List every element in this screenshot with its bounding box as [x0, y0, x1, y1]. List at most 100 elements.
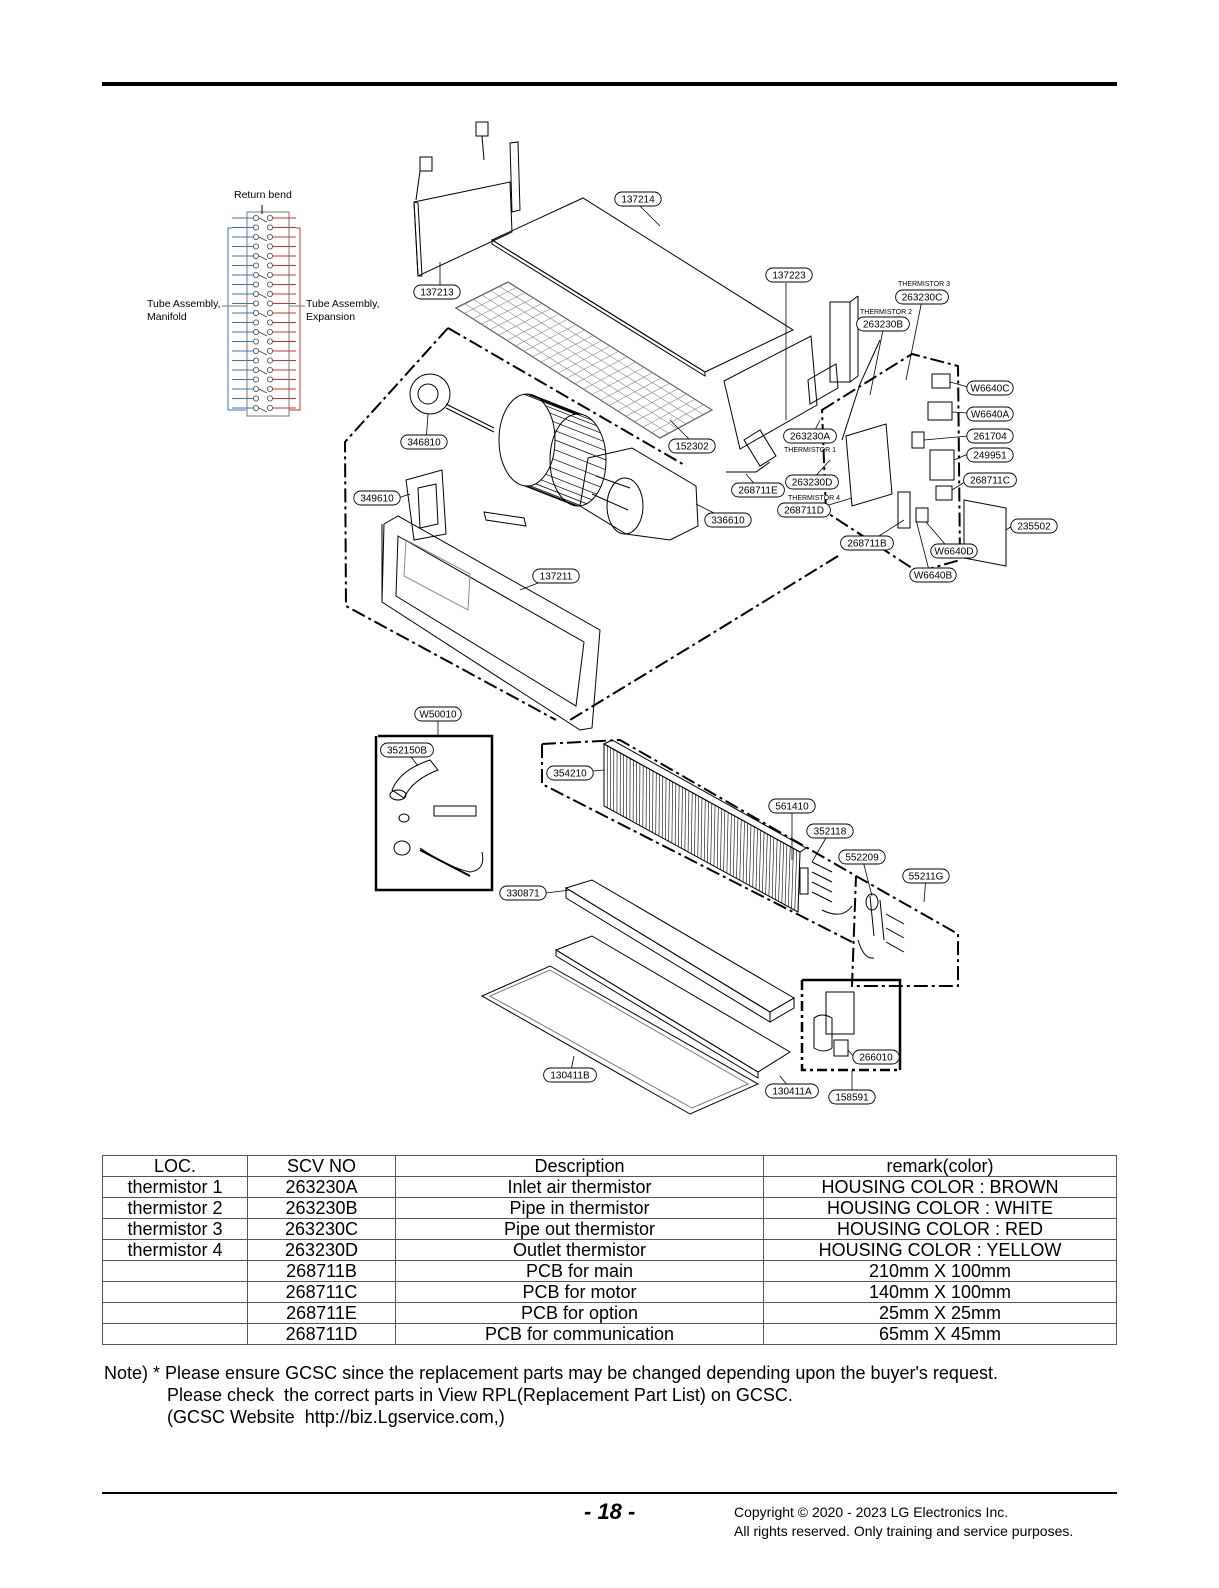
exploded-parts-diagram: 137214 137213 137223 263230C 263230B W6640C W6…	[147, 121, 1058, 1115]
cell-description: PCB for main	[395, 1260, 764, 1282]
svg-text:266010: 266010	[859, 1053, 893, 1064]
copyright-block: Copyright © 2020 - 2023 LG Electronics I…	[734, 1503, 1073, 1541]
cell-remark: HOUSING COLOR : WHITE	[763, 1197, 1117, 1219]
parts-table: LOC. SCV NO Description remark(color) th…	[102, 1155, 1117, 1345]
svg-text:130411B: 130411B	[550, 1071, 590, 1082]
cell-scv-no: 263230C	[247, 1218, 396, 1240]
callout-268711C: 268711C	[963, 472, 1017, 488]
callout-235502: 235502	[1010, 518, 1058, 534]
svg-text:354210: 354210	[553, 769, 587, 780]
drain-pan-330871	[564, 879, 795, 1023]
callout-137223: 137223	[765, 267, 813, 283]
tube-assembly-schematic	[222, 205, 305, 417]
cell-loc: thermistor 2	[102, 1197, 248, 1219]
svg-text:349610: 349610	[360, 494, 394, 505]
col-header-loc: LOC.	[102, 1155, 248, 1177]
svg-text:263230B: 263230B	[863, 320, 903, 331]
motor-346810	[409, 373, 495, 433]
cell-loc	[102, 1281, 248, 1303]
callout-137211: 137211	[532, 568, 580, 584]
callout-137214: 137214	[614, 191, 662, 207]
cell-remark: 140mm X 100mm	[763, 1281, 1117, 1303]
svg-text:249951: 249951	[973, 451, 1007, 462]
callout-263230D: 263230D	[785, 474, 839, 490]
top-rule	[102, 82, 1117, 86]
cell-remark: 210mm X 100mm	[763, 1260, 1117, 1282]
callout-263230C: 263230C	[895, 289, 949, 305]
col-header-description: Description	[395, 1155, 764, 1177]
side-panel-137213	[413, 121, 513, 277]
drain-kit-box	[374, 734, 494, 892]
copyright-line-2: All rights reserved. Only training and s…	[734, 1523, 1074, 1539]
note-line-3: (GCSC Website http://biz.Lgservice.com,)	[167, 1407, 505, 1427]
blower-wheel	[498, 393, 607, 507]
svg-text:130411A: 130411A	[772, 1087, 812, 1098]
svg-text:W6640C: W6640C	[971, 384, 1010, 395]
callout-263230A: 263230A	[783, 428, 837, 444]
svg-text:W6640D: W6640D	[935, 547, 974, 558]
callout-352118: 352118	[806, 823, 854, 839]
svg-text:152302: 152302	[675, 442, 709, 453]
cell-remark: HOUSING COLOR : YELLOW	[763, 1239, 1117, 1261]
callout-W6640A: W6640A	[966, 406, 1014, 422]
svg-text:263230C: 263230C	[902, 293, 943, 304]
cell-remark: HOUSING COLOR : BROWN	[763, 1176, 1117, 1198]
svg-text:268711E: 268711E	[738, 486, 778, 497]
col-header-scv-no: SCV NO	[247, 1155, 396, 1177]
note-line-2: Please check the correct parts in View R…	[167, 1385, 793, 1405]
svg-text:268711B: 268711B	[847, 539, 887, 550]
control-panel-137223	[723, 295, 859, 467]
callout-268711E: 268711E	[731, 482, 785, 498]
callout-268711D: 268711D	[777, 502, 831, 518]
svg-text:352150B: 352150B	[387, 746, 427, 757]
filter-152302	[454, 281, 713, 439]
bracket-349610	[405, 469, 447, 541]
callout-552209: 552209	[838, 849, 886, 865]
callout-W50010: W50010	[414, 706, 462, 722]
note-line-1: Note) * Please ensure GCSC since the rep…	[104, 1363, 998, 1383]
table-header-row: LOC. SCV NO Description remark(color)	[102, 1155, 1117, 1177]
callout-W6640C: W6640C	[966, 380, 1014, 396]
pipe-group	[799, 861, 905, 959]
svg-text:552209: 552209	[845, 853, 879, 864]
callout-263230B: 263230B	[856, 316, 910, 332]
cell-scv-no: 268711E	[247, 1302, 396, 1324]
svg-text:W6640B: W6640B	[914, 571, 953, 582]
tube-expansion-label-line1: Tube Assembly,	[306, 298, 380, 310]
callout-249951: 249951	[966, 447, 1014, 463]
cell-scv-no: 268711C	[247, 1281, 396, 1303]
callout-266010: 266010	[852, 1049, 900, 1065]
heat-exchanger-354210	[602, 739, 807, 913]
svg-text:137214: 137214	[621, 195, 655, 206]
front-panel-137211	[381, 515, 601, 731]
return-bend-label: Return bend	[234, 189, 292, 201]
cell-description: Inlet air thermistor	[395, 1176, 764, 1198]
callout-354210: 354210	[546, 765, 594, 781]
copyright-line-1: Copyright © 2020 - 2023 LG Electronics I…	[734, 1504, 1009, 1520]
note-block: Note) * Please ensure GCSC since the rep…	[104, 1362, 998, 1428]
callout-152302: 152302	[668, 438, 716, 454]
svg-text:261704: 261704	[973, 432, 1007, 443]
callout-268711B: 268711B	[840, 535, 894, 551]
svg-text:263230D: 263230D	[792, 478, 833, 489]
scroll-housing-336610	[579, 447, 699, 541]
cell-description: PCB for communication	[395, 1323, 764, 1345]
cell-scv-no: 268711D	[247, 1323, 396, 1345]
callout-137213: 137213	[413, 284, 461, 300]
svg-text:352118: 352118	[814, 827, 847, 838]
svg-text:55211G: 55211G	[909, 872, 944, 883]
callout-330871: 330871	[499, 885, 547, 901]
callout-336610: 336610	[704, 512, 752, 528]
cell-scv-no: 263230D	[247, 1239, 396, 1261]
callout-352150B: 352150B	[380, 742, 434, 758]
callout-130411A: 130411A	[765, 1083, 819, 1099]
cell-remark: HOUSING COLOR : RED	[763, 1218, 1117, 1240]
cell-remark: 25mm X 25mm	[763, 1302, 1117, 1324]
svg-text:346810: 346810	[407, 438, 441, 449]
callout-130411B: 130411B	[543, 1067, 597, 1083]
